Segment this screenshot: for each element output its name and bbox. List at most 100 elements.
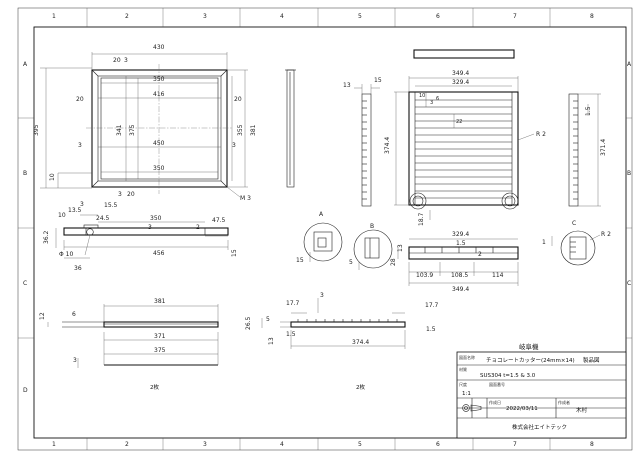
grid-front-view: 349.4 329.4 10 3 6 22 R 2 374.4 18.7 [384,49,546,226]
top-view-tray: 430 20 3 350 20 416 20 395 341 375 355 3… [33,44,257,202]
dim-13: 13 [397,244,404,252]
dim-13: 13 [268,337,275,345]
dim-374-4: 374.4 [384,137,391,154]
dim-1-5: 1.5 [456,240,466,247]
dim-350: 350 [150,215,162,222]
dim-10: 10 [58,212,66,219]
dim-450: 450 [153,140,165,147]
drawing-number-label: 図面番号 [489,381,505,387]
dim-thread-m3: M 3 [240,195,251,202]
dim-1-5-right: 1.5 [426,326,436,333]
dim-355: 355 [237,124,244,136]
dim-329-4: 329.4 [452,79,469,86]
detail-label-c: C [572,220,576,227]
drawing-name-label: 図面名称 [459,354,475,360]
dim-24-5: 24.5 [96,215,110,222]
dim-5: 5 [349,259,353,266]
dim-height-395: 395 [33,124,40,136]
dim-1: 1 [542,239,546,246]
grid-side-view-right: 371.4 1.5 [568,93,607,207]
dim-17-7-left: 17.7 [286,300,300,307]
column-label-5: 5 [358,13,362,20]
drafter-label: 作成者 [558,399,570,405]
column-label-1: 1 [52,441,56,448]
dim-371-4: 371.4 [600,139,607,156]
company-name: 株式会社エイトテック [512,423,567,431]
dim-3: 3 [430,100,433,106]
dim-10: 10 [419,93,425,99]
dim-15: 15 [296,257,304,264]
scale-label: 尺度 [459,381,467,387]
dim-10: 10 [49,173,56,181]
material-label: 材質 [459,366,467,372]
dim-radius-2: R 2 [601,231,611,238]
dim-20-left: 20 [76,96,84,103]
column-label-6: 6 [436,13,440,20]
dim-22: 22 [456,119,462,125]
row-label-b: B [23,170,27,177]
dim-374-4: 374.4 [352,339,369,346]
grid-side-view-left: 13 15 [343,77,382,207]
frame-row-labels-right: A B C [627,61,632,287]
dim-36: 36 [74,265,82,272]
quantity-note-combs: 2枚 [356,383,365,391]
detail-c: C R 2 1 [542,220,611,266]
date-value: 2022/03/11 [506,406,538,412]
dim-381: 381 [154,298,166,305]
comb-view: 3 17.7 17.7 26.5 5 13 1.5 1.5 374.4 2枚 [245,292,439,391]
dim-416: 416 [153,91,165,98]
column-label-7: 7 [513,441,517,448]
frame-row-labels-left: A B C D [23,61,28,394]
rail-views: 381 12 6 371 375 3 2枚 [39,298,219,391]
dim-3: 3 [73,357,77,364]
column-label-1: 1 [52,13,56,20]
drawing-name-value: チョコレートカッター(24mm×14) [486,356,575,364]
row-label-c: C [23,280,27,287]
row-label-a: A [23,61,28,68]
quantity-note-rails: 2枚 [150,383,159,391]
frame-column-labels-bottom: 1 2 3 4 5 6 7 8 [52,441,594,448]
dim-36-2: 36.2 [43,230,50,244]
dim-phi-10: Φ 10 [59,251,73,258]
side-view-tray: 3 15.5 13.5 10 24.5 350 47.5 36.2 3 2 Φ … [43,201,238,272]
column-label-2: 2 [125,441,129,448]
dim-103-9: 103.9 [416,272,433,279]
detail-a: A 15 [296,211,343,264]
product-drawing-label: 製品図 [583,356,600,364]
dim-2: 2 [478,251,482,258]
dim-3-bottom: 3 [118,191,122,198]
detail-label-a: A [319,211,324,218]
dim-20-right: 20 [234,96,242,103]
dim-114: 114 [492,272,504,279]
dim-3: 3 [320,292,324,299]
dim-381: 381 [250,124,257,136]
column-label-3: 3 [203,13,207,20]
dim-18-7: 18.7 [418,212,425,226]
dim-width-430: 430 [153,44,165,51]
dim-13-5: 13.5 [68,207,82,214]
dim-15-5: 15.5 [104,202,118,209]
row-label-c: C [627,280,631,287]
column-label-5: 5 [358,441,362,448]
row-label-a: A [627,61,632,68]
dim-radius-2: R 2 [536,131,546,138]
column-label-4: 4 [280,441,284,448]
dim-371: 371 [154,333,166,340]
frame-column-labels-top: 1 2 3 4 5 6 7 8 [52,13,594,20]
dim-15: 15 [374,77,382,84]
dim-13: 13 [343,82,351,89]
dim-6: 6 [72,311,76,318]
title-block [456,351,627,439]
row-label-b: B [627,170,631,177]
dim-5: 5 [266,316,270,323]
dim-349-4: 349.4 [452,70,469,77]
drawing-frame [17,7,633,451]
dim-1-5: 1.5 [585,106,592,116]
dim-6: 6 [436,96,439,102]
dim-47-5: 47.5 [212,217,226,224]
dim-341: 341 [116,124,123,136]
dim-375: 375 [154,347,166,354]
column-label-6: 6 [436,441,440,448]
dim-12: 12 [39,312,46,320]
